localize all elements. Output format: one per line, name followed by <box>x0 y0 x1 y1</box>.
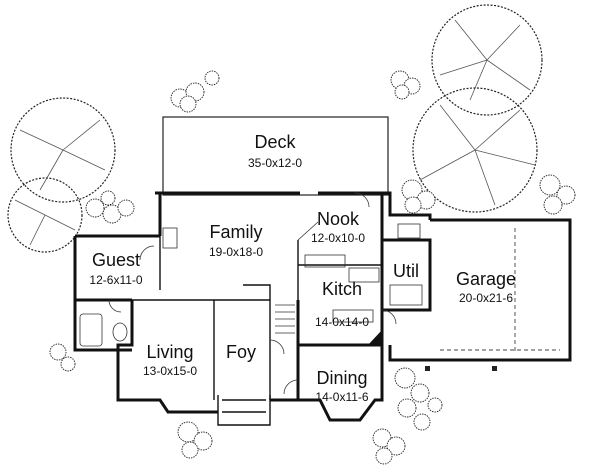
tree-right <box>412 87 538 213</box>
fixtures <box>79 221 423 347</box>
house-walls <box>73 191 572 426</box>
tree-top-right <box>431 4 543 116</box>
room-label-dining: Dining 14-0x11-6 <box>315 368 368 404</box>
room-dims-kitch: 14-0x14-0 <box>315 315 369 329</box>
room-name-util: Util <box>393 261 419 281</box>
room-name-kitch: Kitch <box>322 279 362 299</box>
room-name-foy: Foy <box>226 342 256 362</box>
doors <box>108 192 397 395</box>
room-name-deck: Deck <box>254 132 296 152</box>
room-label-family: Family 19-0x18-0 <box>209 222 263 259</box>
room-name-guest: Guest <box>92 250 140 270</box>
room-label-guest: Guest 12-6x11-0 <box>89 250 142 287</box>
tree-left <box>7 97 116 253</box>
room-name-nook: Nook <box>317 209 360 229</box>
room-label-deck: Deck 35-0x12-0 <box>248 132 302 170</box>
room-name-living: Living <box>146 342 193 362</box>
room-dims-nook: 12-0x10-0 <box>311 231 365 245</box>
room-dims-living: 13-0x15-0 <box>143 364 197 378</box>
room-label-living: Living 13-0x15-0 <box>143 342 197 378</box>
room-dims-garage: 20-0x21-6 <box>459 291 513 305</box>
room-label-kitch: Kitch 14-0x14-0 <box>315 279 369 329</box>
room-dims-dining: 14-0x11-6 <box>315 390 368 404</box>
room-name-family: Family <box>210 222 263 242</box>
room-label-garage: Garage 20-0x21-6 <box>456 269 516 305</box>
room-dims-deck: 35-0x12-0 <box>248 156 302 170</box>
room-name-garage: Garage <box>456 269 516 289</box>
interior-walls <box>132 236 382 400</box>
porch-posts <box>425 366 497 371</box>
room-dims-guest: 12-6x11-0 <box>89 273 142 287</box>
room-label-foy: Foy <box>226 342 256 362</box>
shrubs <box>49 70 576 465</box>
room-label-util: Util <box>393 261 419 281</box>
garage-door <box>440 228 560 352</box>
room-dims-family: 19-0x18-0 <box>209 245 263 259</box>
room-name-dining: Dining <box>316 368 367 388</box>
deck-outline <box>162 116 389 196</box>
room-label-nook: Nook 12-0x10-0 <box>311 209 365 245</box>
